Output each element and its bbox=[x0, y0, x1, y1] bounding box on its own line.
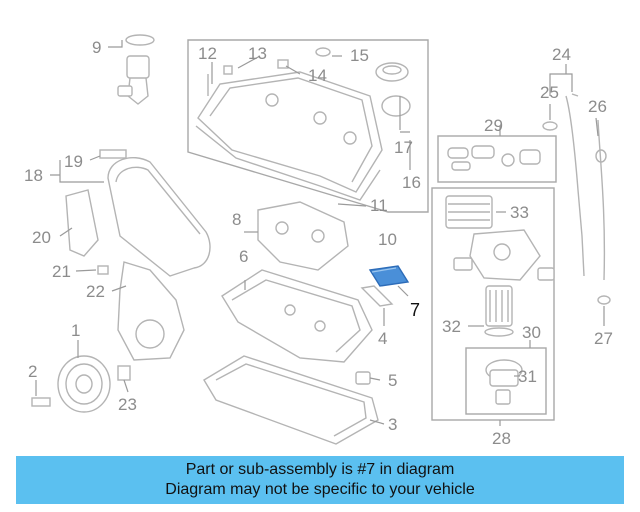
callout-6: 6 bbox=[239, 247, 248, 266]
callout-23: 23 bbox=[118, 395, 137, 414]
callout-10: 10 bbox=[378, 230, 397, 249]
callout-27: 27 bbox=[594, 329, 613, 348]
valve-cover-drawing bbox=[195, 47, 411, 201]
callout-3: 3 bbox=[388, 415, 397, 434]
gasket-kit-group-box bbox=[437, 135, 557, 183]
callout-12: 12 bbox=[198, 44, 217, 63]
callout-7: 7 bbox=[410, 300, 420, 320]
banner-line-part: Part or sub-assembly is #7 in diagram bbox=[185, 461, 455, 478]
callout-22: 22 bbox=[86, 282, 105, 301]
callout-20: 20 bbox=[32, 228, 51, 247]
callout-8: 8 bbox=[232, 210, 241, 229]
callout-31: 31 bbox=[518, 367, 537, 386]
callout-5: 5 bbox=[388, 371, 397, 390]
intake-manifold-drawing bbox=[257, 201, 349, 271]
callout-17: 17 bbox=[394, 138, 413, 157]
callout-25: 25 bbox=[540, 83, 559, 102]
leader-lines bbox=[35, 40, 605, 426]
timing-cover-drawing bbox=[65, 149, 211, 277]
callout-9: 9 bbox=[92, 38, 101, 57]
filter-cap-subgroup-box bbox=[465, 347, 547, 415]
callout-13: 13 bbox=[248, 44, 267, 63]
callout-28: 28 bbox=[492, 429, 511, 448]
lower-timing-cover-drawing bbox=[97, 261, 185, 361]
parts-diagram: 9 12 13 14 15 17 16 11 10 19 18 20 21 22… bbox=[24, 34, 613, 448]
callout-11: 11 bbox=[370, 196, 388, 215]
callout-24: 24 bbox=[552, 45, 571, 64]
banner-line-disclaimer: Diagram may not be specific to your vehi… bbox=[165, 481, 475, 498]
valve-cover-group-box bbox=[187, 39, 429, 213]
oil-filter-drawing bbox=[484, 285, 514, 337]
drain-plug-drawing bbox=[355, 371, 371, 385]
info-banner: Part or sub-assembly is #7 in diagram Di… bbox=[16, 456, 624, 504]
callout-29: 29 bbox=[484, 116, 503, 135]
callout-14: 14 bbox=[308, 66, 327, 85]
callout-18: 18 bbox=[24, 166, 43, 185]
callout-1: 1 bbox=[71, 321, 80, 340]
part-7-highlight-drawing bbox=[368, 265, 410, 287]
filter-cap-drawing bbox=[485, 359, 523, 405]
callout-32: 32 bbox=[442, 317, 461, 336]
callout-30: 30 bbox=[522, 323, 541, 342]
callout-26: 26 bbox=[588, 97, 607, 116]
gasket-kit-drawing bbox=[447, 145, 541, 171]
callout-19: 19 bbox=[64, 152, 83, 171]
callout-15: 15 bbox=[350, 46, 369, 65]
callout-16: 16 bbox=[402, 173, 421, 192]
callout-4: 4 bbox=[378, 329, 387, 348]
oil-level-sensor-drawing bbox=[117, 34, 155, 105]
callout-33: 33 bbox=[510, 203, 529, 222]
dipstick-drawing bbox=[542, 93, 611, 305]
gasket-drawing bbox=[360, 285, 394, 307]
callout-2: 2 bbox=[28, 362, 37, 381]
oil-filter-housing-drawing bbox=[445, 195, 555, 281]
crankshaft-pulley-drawing bbox=[31, 355, 131, 413]
upper-oil-pan-drawing bbox=[221, 269, 373, 363]
oil-filter-housing-group-box bbox=[431, 187, 555, 421]
lower-oil-pan-drawing bbox=[203, 355, 379, 445]
callout-21: 21 bbox=[52, 262, 71, 281]
callout-numbers: 9 12 13 14 15 17 16 11 10 19 18 20 21 22… bbox=[24, 38, 613, 448]
